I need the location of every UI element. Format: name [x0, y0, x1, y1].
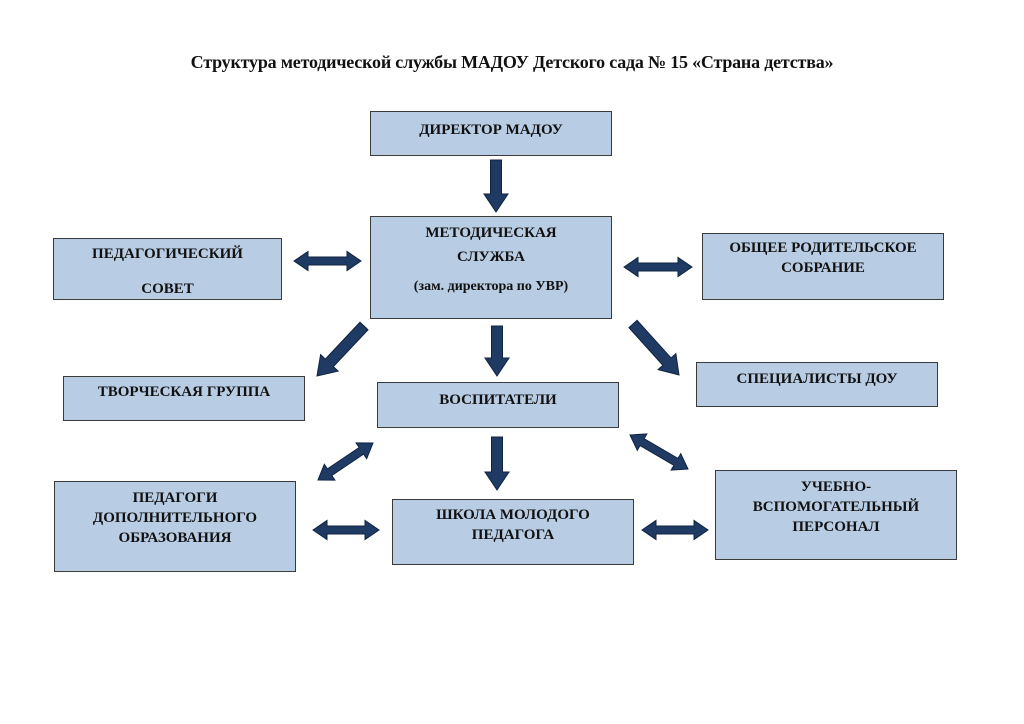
box-parents-meeting: ОБЩЕЕ РОДИТЕЛЬСКОЕ СОБРАНИЕ: [702, 233, 944, 300]
arrow-method-service-parents-meeting: [623, 256, 693, 278]
box-support-staff-line-1: УЧЕБНО-: [800, 479, 872, 495]
box-specialists-line-1: СПЕЦИАЛИСТЫ ДОУ: [736, 371, 898, 387]
box-method-service: МЕТОДИЧЕСКАЯ СЛУЖБА (зам. директора по У…: [370, 216, 612, 319]
box-ped-council-line-1: ПЕДАГОГИЧЕСКИЙ: [92, 246, 243, 262]
arrow-young-teacher-school-extra-education: [312, 519, 380, 541]
box-young-teacher-school: ШКОЛА МОЛОДОГО ПЕДАГОГА: [392, 499, 634, 565]
box-creative-group-line-1: ТВОРЧЕСКАЯ ГРУППА: [97, 384, 271, 400]
box-support-staff-line-2: ВСПОМОГАТЕЛЬНЫЙ: [752, 499, 920, 515]
box-support-staff-line-3: ПЕРСОНАЛ: [792, 519, 880, 535]
box-support-staff: УЧЕБНО- ВСПОМОГАТЕЛЬНЫЙ ПЕРСОНАЛ: [715, 470, 957, 560]
box-educators: ВОСПИТАТЕЛИ: [377, 382, 619, 428]
box-ped-council: ПЕДАГОГИЧЕСКИЙ СОВЕТ: [53, 238, 282, 300]
box-method-service-line-3: (зам. директора по УВР): [413, 279, 569, 294]
box-extra-education-line-1: ПЕДАГОГИ: [132, 490, 218, 506]
arrow-educators-support-staff: [629, 433, 689, 471]
box-specialists: СПЕЦИАЛИСТЫ ДОУ: [696, 362, 938, 407]
arrow-method-service-to-educators: [484, 325, 510, 377]
box-method-service-line-1: МЕТОДИЧЕСКАЯ: [425, 225, 557, 241]
arrow-method-service-to-creative-group: [316, 321, 369, 377]
arrow-young-teacher-school-support-staff: [641, 519, 709, 541]
box-educators-line-1: ВОСПИТАТЕЛИ: [439, 392, 557, 408]
box-ped-council-line-2: СОВЕТ: [141, 281, 194, 297]
box-parents-meeting-line-2: СОБРАНИЕ: [781, 260, 865, 276]
arrow-method-service-ped-council: [293, 250, 362, 272]
box-method-service-line-2: СЛУЖБА: [456, 249, 526, 265]
box-extra-education-line-2: ДОПОЛНИТЕЛЬНОГО: [92, 510, 258, 526]
arrow-method-service-to-specialists: [628, 319, 680, 376]
diagram-title: Структура методической службы МАДОУ Детс…: [190, 52, 834, 72]
box-parents-meeting-line-1: ОБЩЕЕ РОДИТЕЛЬСКОЕ: [729, 240, 917, 256]
box-extra-education-line-3: ОБРАЗОВАНИЯ: [118, 530, 232, 546]
box-director-line-1: ДИРЕКТОР МАДОУ: [419, 121, 563, 138]
box-young-teacher-school-line-2: ПЕДАГОГА: [471, 527, 555, 543]
box-creative-group: ТВОРЧЕСКАЯ ГРУППА: [63, 376, 305, 421]
box-young-teacher-school-line-1: ШКОЛА МОЛОДОГО: [436, 507, 590, 523]
arrow-director-to-method-service: [483, 159, 509, 213]
box-extra-education: ПЕДАГОГИ ДОПОЛНИТЕЛЬНОГО ОБРАЗОВАНИЯ: [54, 481, 296, 572]
arrow-educators-to-young-teacher-school: [484, 436, 510, 491]
arrow-educators-extra-education: [317, 442, 374, 481]
box-director: ДИРЕКТОР МАДОУ: [370, 111, 612, 156]
